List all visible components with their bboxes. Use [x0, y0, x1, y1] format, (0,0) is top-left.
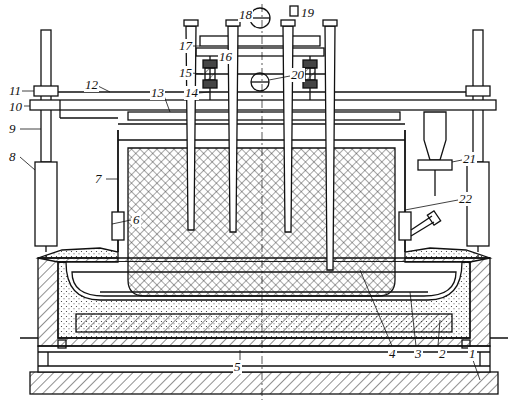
callout-number: 4	[388, 347, 397, 361]
callout-number: 3	[414, 347, 423, 361]
base-beams-part	[479, 352, 480, 366]
cathode-shell-part	[76, 314, 452, 332]
deck-part	[60, 117, 118, 118]
deck-part	[30, 100, 496, 110]
leader-lines-part	[20, 129, 41, 130]
anode-casing-part	[118, 130, 405, 252]
gas-bell-part	[411, 222, 434, 236]
anode-casing	[118, 130, 405, 252]
gas-bell-part	[399, 212, 411, 240]
base-beams-part	[38, 365, 490, 366]
anode-frame-part	[303, 60, 317, 68]
crust-breaker	[418, 112, 452, 196]
anode-frame-part	[200, 36, 320, 46]
leader-lines-part	[106, 179, 118, 180]
callout-number: 9	[8, 122, 17, 136]
anode-frame-part	[250, 17, 270, 18]
callout-number: 22	[458, 192, 473, 206]
anode-studs-part	[283, 26, 293, 232]
callout-number: 21	[462, 152, 477, 166]
callout-number: 16	[218, 50, 233, 64]
anode-studs-part	[186, 26, 196, 230]
crust-breaker-part	[424, 112, 446, 160]
deck-part	[128, 112, 400, 120]
anode-studs	[184, 20, 337, 270]
gas-bell-part	[427, 211, 440, 225]
deck-part	[59, 100, 60, 118]
leader-lines-part	[198, 92, 210, 93]
anode-studs-part	[281, 20, 295, 26]
deck-part	[34, 86, 58, 96]
leader-lines-part	[405, 200, 458, 210]
callout-number: 6	[132, 213, 141, 227]
anode-studs-part	[325, 26, 335, 270]
leader-lines-part	[20, 157, 35, 170]
callout-number: 1	[468, 347, 477, 361]
anode-block	[128, 148, 395, 296]
base-beams-part	[47, 352, 48, 366]
callout-number: 14	[184, 86, 199, 100]
crust-part	[405, 248, 490, 262]
columns-part	[477, 246, 478, 258]
deck-part	[466, 86, 490, 96]
anode-frame-part	[203, 80, 217, 88]
callout-number: 19	[300, 6, 315, 20]
columns-part	[35, 162, 57, 246]
anode-frame-part	[251, 73, 269, 91]
anode-frame-part	[251, 81, 269, 82]
crust-breaker-part	[434, 170, 435, 196]
deck-part	[118, 123, 405, 124]
anode-frame-part	[196, 48, 324, 56]
callout-number: 13	[150, 86, 165, 100]
anode-frame-part	[250, 8, 270, 28]
anode-frame-part	[203, 60, 217, 68]
anode-frame	[190, 6, 330, 100]
anode-frame-part	[303, 80, 317, 88]
leader-lines	[20, 14, 480, 380]
callout-number: 17	[178, 39, 193, 53]
anode-frame-part	[190, 73, 330, 74]
anode-casing-part	[118, 139, 405, 140]
callout-number: 15	[178, 66, 193, 80]
callout-number: 8	[8, 150, 17, 164]
callout-number: 5	[233, 360, 242, 374]
leader-lines-part	[360, 270, 392, 346]
columns-part	[45, 246, 46, 258]
leader-lines-part	[22, 91, 34, 92]
callout-number: 20	[290, 68, 305, 82]
foundation-part	[30, 372, 498, 394]
callout-number: 7	[94, 172, 103, 186]
leader-lines-part	[452, 160, 462, 162]
leader-lines-part	[112, 220, 131, 224]
leader-lines-part	[98, 86, 110, 92]
gas-bell-part	[112, 212, 124, 240]
callout-number: 11	[8, 84, 22, 98]
cathode-shell-part	[20, 337, 508, 338]
leader-lines-part	[438, 320, 440, 346]
base-beams-part	[38, 346, 490, 372]
leader-lines-part	[240, 350, 241, 360]
anode-studs-part	[184, 20, 198, 26]
gas-bell	[112, 211, 441, 240]
crust-part	[38, 248, 118, 262]
callout-number: 12	[84, 78, 99, 92]
callout-number: 18	[238, 8, 253, 22]
anode-studs-part	[323, 20, 337, 26]
leader-lines-part	[24, 106, 30, 107]
anode-frame-part	[290, 6, 298, 16]
callout-number: 10	[8, 100, 23, 114]
center-line	[262, 4, 263, 400]
anode-block-part	[128, 148, 395, 296]
leader-lines-part	[468, 346, 480, 380]
foundation	[30, 372, 498, 394]
crust-breaker-part	[418, 160, 452, 170]
callout-number: 2	[438, 347, 447, 361]
leader-lines-part	[192, 46, 200, 47]
leader-lines-part	[269, 76, 290, 80]
leader-lines-part	[410, 292, 416, 346]
